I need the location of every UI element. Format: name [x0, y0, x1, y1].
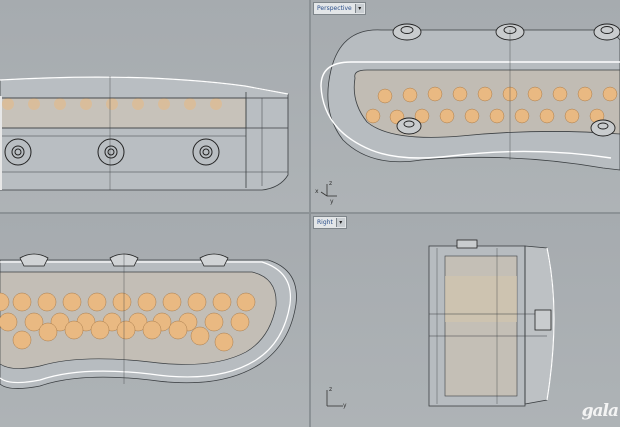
- mounting-bosses-front: [4, 138, 220, 166]
- chevron-down-icon[interactable]: ▾: [354, 4, 364, 13]
- right-view-model: [428, 239, 555, 407]
- axis-label-y: y: [330, 198, 334, 205]
- axis-label-x: x: [315, 188, 319, 195]
- viewport-label: Perspective: [317, 5, 352, 12]
- led-grid-perspective: [365, 86, 618, 125]
- front-view-model: [0, 76, 289, 191]
- top-view-model: [0, 253, 297, 389]
- viewport-label: Right: [317, 219, 333, 226]
- viewport-top[interactable]: [0, 214, 309, 427]
- led-row-front: [2, 98, 222, 110]
- axis-label-z: z: [329, 386, 333, 393]
- viewport-tab-right[interactable]: Right ▾: [313, 216, 347, 229]
- viewport-tab-perspective[interactable]: Perspective ▾: [313, 2, 366, 15]
- viewport-front[interactable]: [0, 0, 309, 212]
- axis-label-y: y: [343, 402, 347, 409]
- axis-triad: z y: [317, 386, 347, 412]
- perspective-view-model: [320, 23, 620, 171]
- mounting-bosses-perspective: [392, 23, 620, 137]
- watermark-logo: gala: [581, 401, 619, 421]
- axis-label-z: z: [329, 180, 333, 187]
- viewport-right[interactable]: Right ▾ z y gala: [311, 214, 620, 427]
- chevron-down-icon[interactable]: ▾: [335, 218, 345, 227]
- axis-triad: z x y: [315, 180, 345, 208]
- viewport-perspective[interactable]: Perspective ▾: [311, 0, 620, 212]
- led-grid-top: [0, 292, 256, 352]
